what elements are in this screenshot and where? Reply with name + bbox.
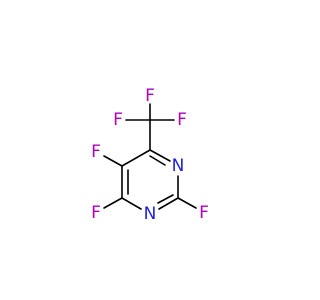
atom-f-cf3-top: F	[145, 86, 155, 106]
bond-c2-f	[177, 197, 197, 209]
bond-c6-f	[103, 197, 123, 209]
bond-c4-n3	[149, 149, 171, 162]
bond-c2-n1-double	[157, 194, 174, 204]
bond-c4-n3-double	[149, 155, 166, 166]
bonds	[103, 103, 197, 210]
bond-n1-c6	[121, 197, 142, 210]
atom-f-cf3-right: F	[177, 110, 187, 130]
bond-c5-c4	[121, 149, 151, 167]
atom-n1: N	[144, 204, 157, 224]
atom-labels: F F F F F F N N	[91, 86, 209, 224]
atom-f-c5: F	[91, 142, 101, 162]
molecule-structure-diagram: F F F F F F N N	[91, 86, 209, 224]
atom-f-c6: F	[91, 203, 101, 223]
bond-c5-f	[103, 155, 123, 167]
bond-c2-n1	[158, 197, 179, 210]
atom-n3: N	[172, 156, 185, 176]
atom-f-cf3-left: F	[113, 110, 123, 130]
atom-f-c2: F	[199, 203, 209, 223]
